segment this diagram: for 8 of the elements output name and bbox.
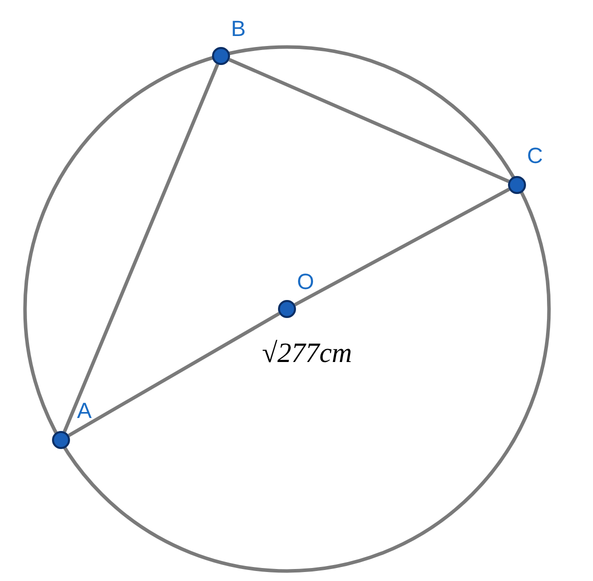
length-label: √277cm <box>262 340 352 368</box>
line-segment <box>294 188 510 306</box>
line-segment <box>228 58 510 183</box>
line-segment <box>62 64 220 432</box>
point-label: B <box>231 18 246 40</box>
point-label: C <box>527 145 543 167</box>
point-label: O <box>297 271 314 293</box>
point-label: A <box>77 400 92 422</box>
